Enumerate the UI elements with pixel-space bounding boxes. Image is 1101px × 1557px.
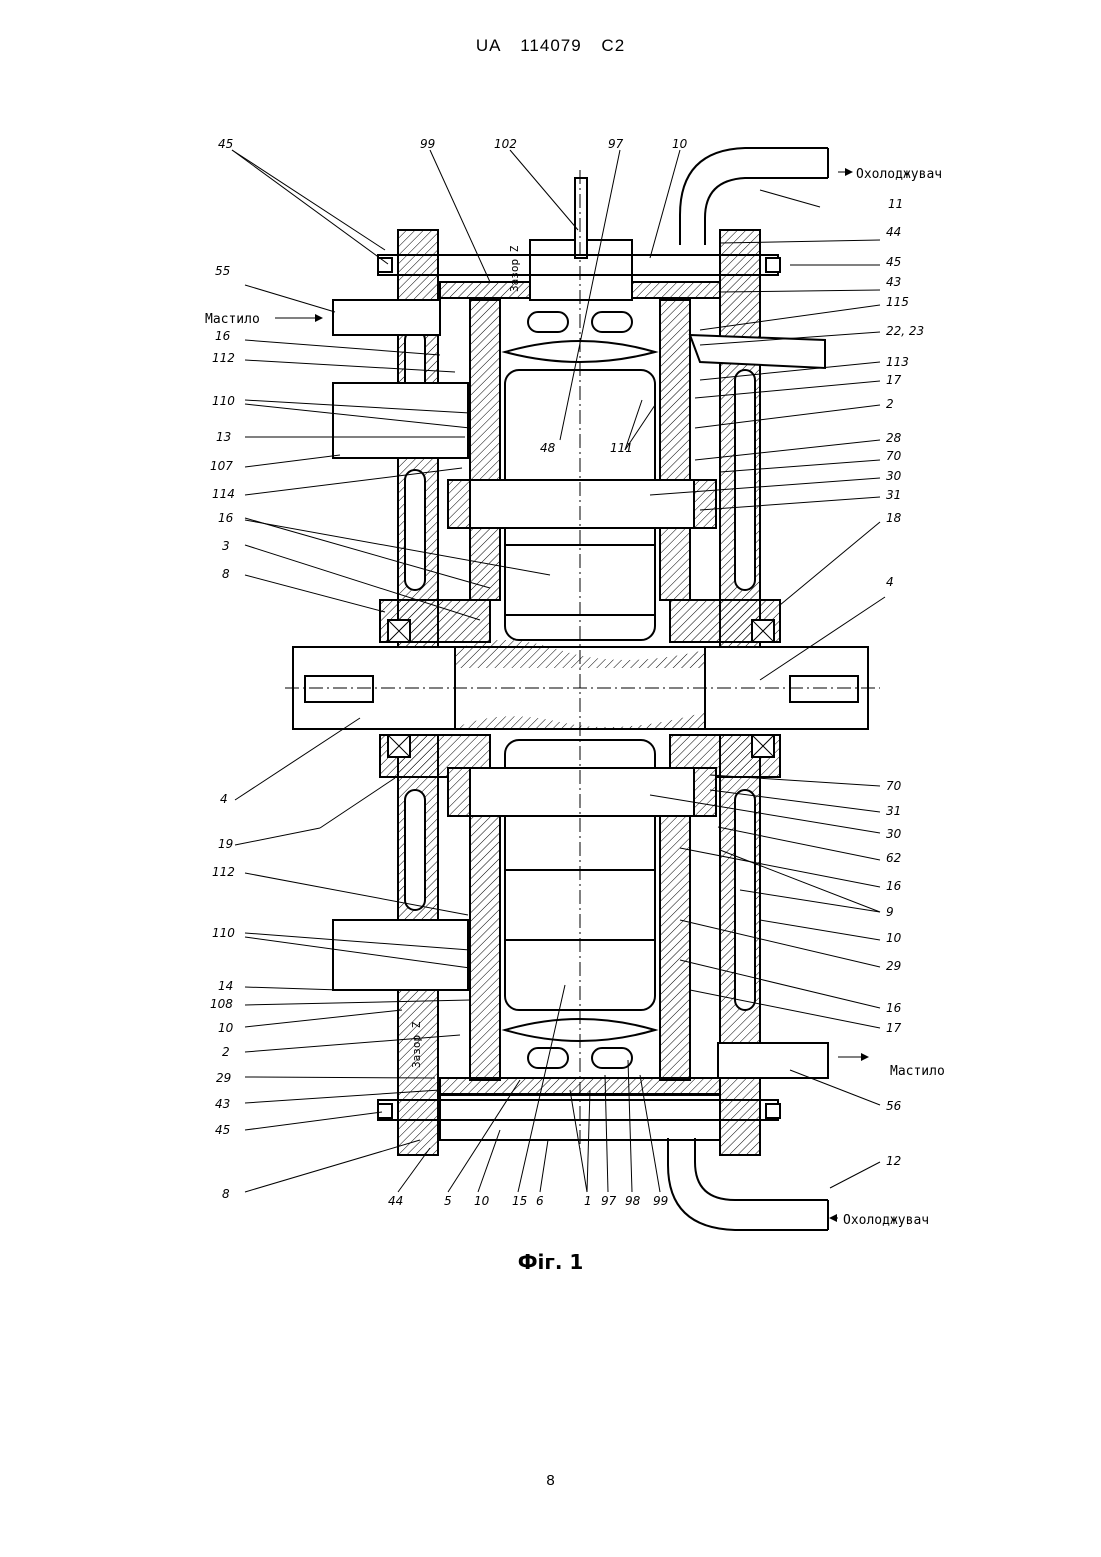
label-97: 97 (608, 137, 624, 151)
reference-numeral-29: 29 (886, 959, 901, 973)
reference-numeral-22-23: 22, 23 (886, 324, 924, 338)
gap-label-bottom: Зазор Z (410, 1021, 423, 1068)
reference-numeral-44: 44 (886, 225, 901, 239)
reference-numeral-9: 9 (886, 905, 894, 919)
reference-numeral-4: 4 (886, 575, 894, 589)
reference-numeral-108: 108 (210, 997, 233, 1011)
reference-numeral-115: 115 (886, 295, 909, 309)
labels-right: 11 44 45 43 115 22, 23 113 17 2 28 70 30… (886, 197, 924, 1168)
reference-numeral-16: 16 (215, 329, 231, 343)
reference-numeral-114: 114 (212, 487, 235, 501)
labels-top: 45 99 102 97 10 (218, 137, 688, 151)
reference-numeral-110: 110 (212, 926, 235, 940)
reference-numeral-1: 1 (584, 1194, 592, 1208)
reference-numeral-110: 110 (212, 394, 235, 408)
labels-left: 55 16 112 110 13 107 114 16 3 8 4 19 112… (210, 264, 235, 1201)
reference-numeral-45: 45 (215, 1123, 230, 1137)
gap-label-top: Зазор Z (508, 245, 521, 292)
reference-numeral-16: 16 (886, 1001, 902, 1015)
reference-numeral-14: 14 (218, 979, 233, 993)
reference-numeral-56: 56 (886, 1099, 902, 1113)
reference-numeral-30: 30 (886, 469, 902, 483)
label-99: 99 (420, 137, 435, 151)
reference-numeral-43: 43 (886, 275, 901, 289)
reference-numeral-99: 99 (653, 1194, 668, 1208)
reference-numeral-55: 55 (215, 264, 230, 278)
reference-numeral-10: 10 (886, 931, 902, 945)
reference-numeral-48: 48 (540, 441, 556, 455)
labels-bottom: 44 5 10 15 6 1 97 98 99 (388, 1194, 668, 1208)
reference-numeral-44: 44 (388, 1194, 403, 1208)
reference-numeral-11: 11 (888, 197, 903, 211)
lubricant-label-top: Мастило (205, 312, 260, 327)
reference-numeral-5: 5 (444, 1194, 452, 1208)
reference-numeral-29: 29 (216, 1071, 231, 1085)
reference-numeral-45: 45 (886, 255, 901, 269)
reference-numeral-12: 12 (886, 1154, 901, 1168)
reference-numeral-17: 17 (886, 373, 902, 387)
reference-numeral-112: 112 (212, 351, 235, 365)
coolant-label-top: Охолоджувач (856, 167, 942, 182)
reference-numeral-13: 13 (216, 430, 231, 444)
reference-numeral-62: 62 (886, 851, 901, 865)
reference-numeral-70: 70 (886, 449, 902, 463)
reference-numeral-30: 30 (886, 827, 902, 841)
reference-numeral-31: 31 (886, 804, 901, 818)
reference-numeral-98: 98 (625, 1194, 641, 1208)
lubricant-label-bottom: Мастило (890, 1064, 945, 1079)
reference-numeral-8: 8 (222, 1187, 230, 1201)
coolant-label-bottom: Охолоджувач (843, 1213, 929, 1228)
reference-numeral-70: 70 (886, 779, 902, 793)
reference-numeral-10: 10 (218, 1021, 234, 1035)
reference-numeral-31: 31 (886, 488, 901, 502)
reference-numeral-10: 10 (474, 1194, 490, 1208)
reference-numeral-18: 18 (886, 511, 902, 525)
reference-numeral-28: 28 (886, 431, 902, 445)
reference-numeral-97: 97 (601, 1194, 617, 1208)
reference-numeral-2: 2 (222, 1045, 230, 1059)
reference-numeral-16: 16 (886, 879, 902, 893)
reference-numeral-43: 43 (215, 1097, 230, 1111)
reference-numeral-3: 3 (222, 539, 230, 553)
label-10: 10 (672, 137, 688, 151)
label-102: 102 (494, 137, 517, 151)
reference-numeral-15: 15 (512, 1194, 527, 1208)
reference-numeral-6: 6 (536, 1194, 544, 1208)
figure-caption: Фіг. 1 (0, 1250, 1101, 1274)
reference-numeral-17: 17 (886, 1021, 902, 1035)
reference-numeral-16: 16 (218, 511, 234, 525)
reference-numeral-113: 113 (886, 355, 909, 369)
reference-numeral-19: 19 (218, 837, 233, 851)
reference-numeral-8: 8 (222, 567, 230, 581)
reference-numeral-111: 111 (610, 441, 633, 455)
reference-numeral-4: 4 (220, 792, 228, 806)
reference-numeral-2: 2 (886, 397, 894, 411)
reference-numeral-112: 112 (212, 865, 235, 879)
page-number: 8 (0, 1472, 1101, 1489)
reference-numeral-107: 107 (210, 459, 233, 473)
label-45: 45 (218, 137, 233, 151)
